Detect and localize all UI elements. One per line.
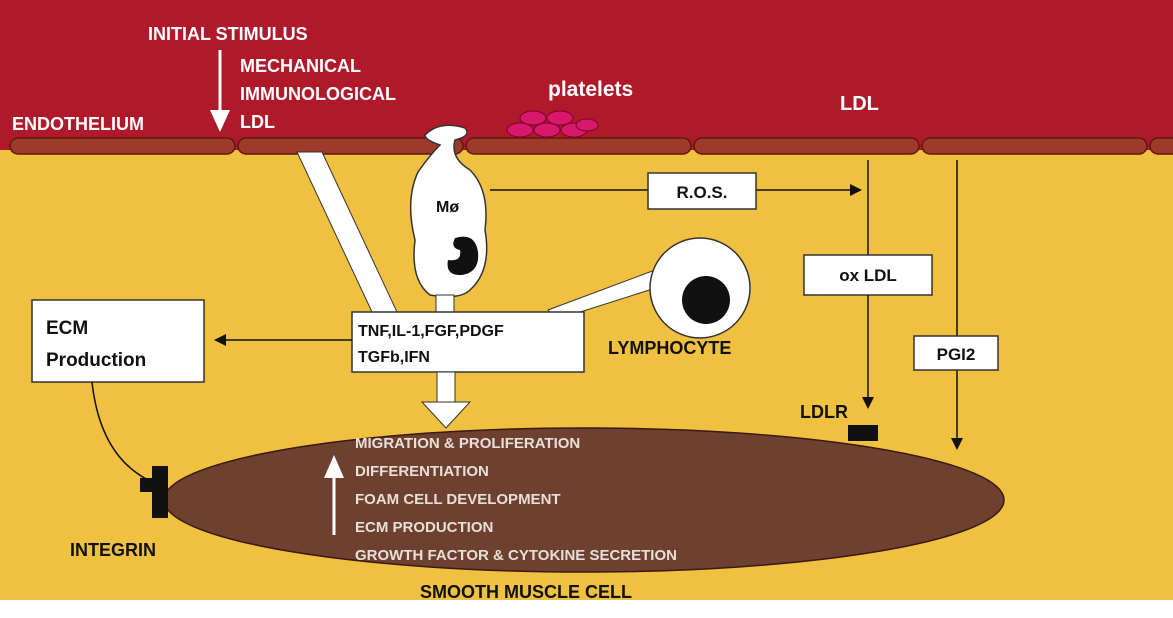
endothelial-cell — [1150, 138, 1173, 154]
cytokines-line-1: TNF,IL-1,FGF,PDGF — [358, 323, 504, 340]
platelet — [576, 119, 598, 131]
ldl-stimulus-label: LDL — [240, 112, 275, 132]
integrin-label: INTEGRIN — [70, 540, 156, 560]
endothelial-cell — [10, 138, 235, 154]
smc-function-2: DIFFERENTIATION — [355, 463, 489, 480]
ldlr-receptor — [848, 425, 878, 441]
initial-stimulus-label: INITIAL STIMULUS — [148, 24, 308, 44]
immunological-label: IMMUNOLOGICAL — [240, 84, 396, 104]
platelet — [547, 111, 573, 125]
smc-function-1: MIGRATION & PROLIFERATION — [355, 435, 580, 452]
ldl-label: LDL — [840, 93, 879, 115]
endothelial-cell — [466, 138, 691, 154]
smooth-muscle-cell-label: SMOOTH MUSCLE CELL — [420, 582, 632, 602]
pgi2-label: PGI2 — [937, 345, 976, 364]
macrophage-label: Mø — [436, 199, 459, 216]
endothelium — [10, 138, 1173, 154]
smc-function-4: ECM PRODUCTION — [355, 519, 493, 536]
endothelium-label: ENDOTHELIUM — [12, 114, 144, 134]
ecm-line-1: ECM — [46, 318, 88, 339]
ecm-line-2: Production — [46, 350, 146, 371]
lymphocyte-label: LYMPHOCYTE — [608, 338, 731, 358]
mechanical-label: MECHANICAL — [240, 56, 361, 76]
cytokines-line-2: TGFb,IFN — [358, 349, 430, 366]
ros-label: R.O.S. — [676, 183, 727, 202]
platelet — [520, 111, 546, 125]
ldlr-label: LDLR — [800, 402, 848, 422]
integrin-notch — [140, 478, 154, 492]
endothelial-cell — [694, 138, 919, 154]
smc-function-5: GROWTH FACTOR & CYTOKINE SECRETION — [355, 547, 677, 564]
ox-ldl-label: ox LDL — [839, 266, 897, 285]
integrin-receptor — [152, 466, 168, 518]
lymphocyte-nucleus — [682, 276, 730, 324]
endothelial-cell — [922, 138, 1147, 154]
smc-function-3: FOAM CELL DEVELOPMENT — [355, 491, 561, 508]
platelets-label: platelets — [548, 78, 633, 101]
